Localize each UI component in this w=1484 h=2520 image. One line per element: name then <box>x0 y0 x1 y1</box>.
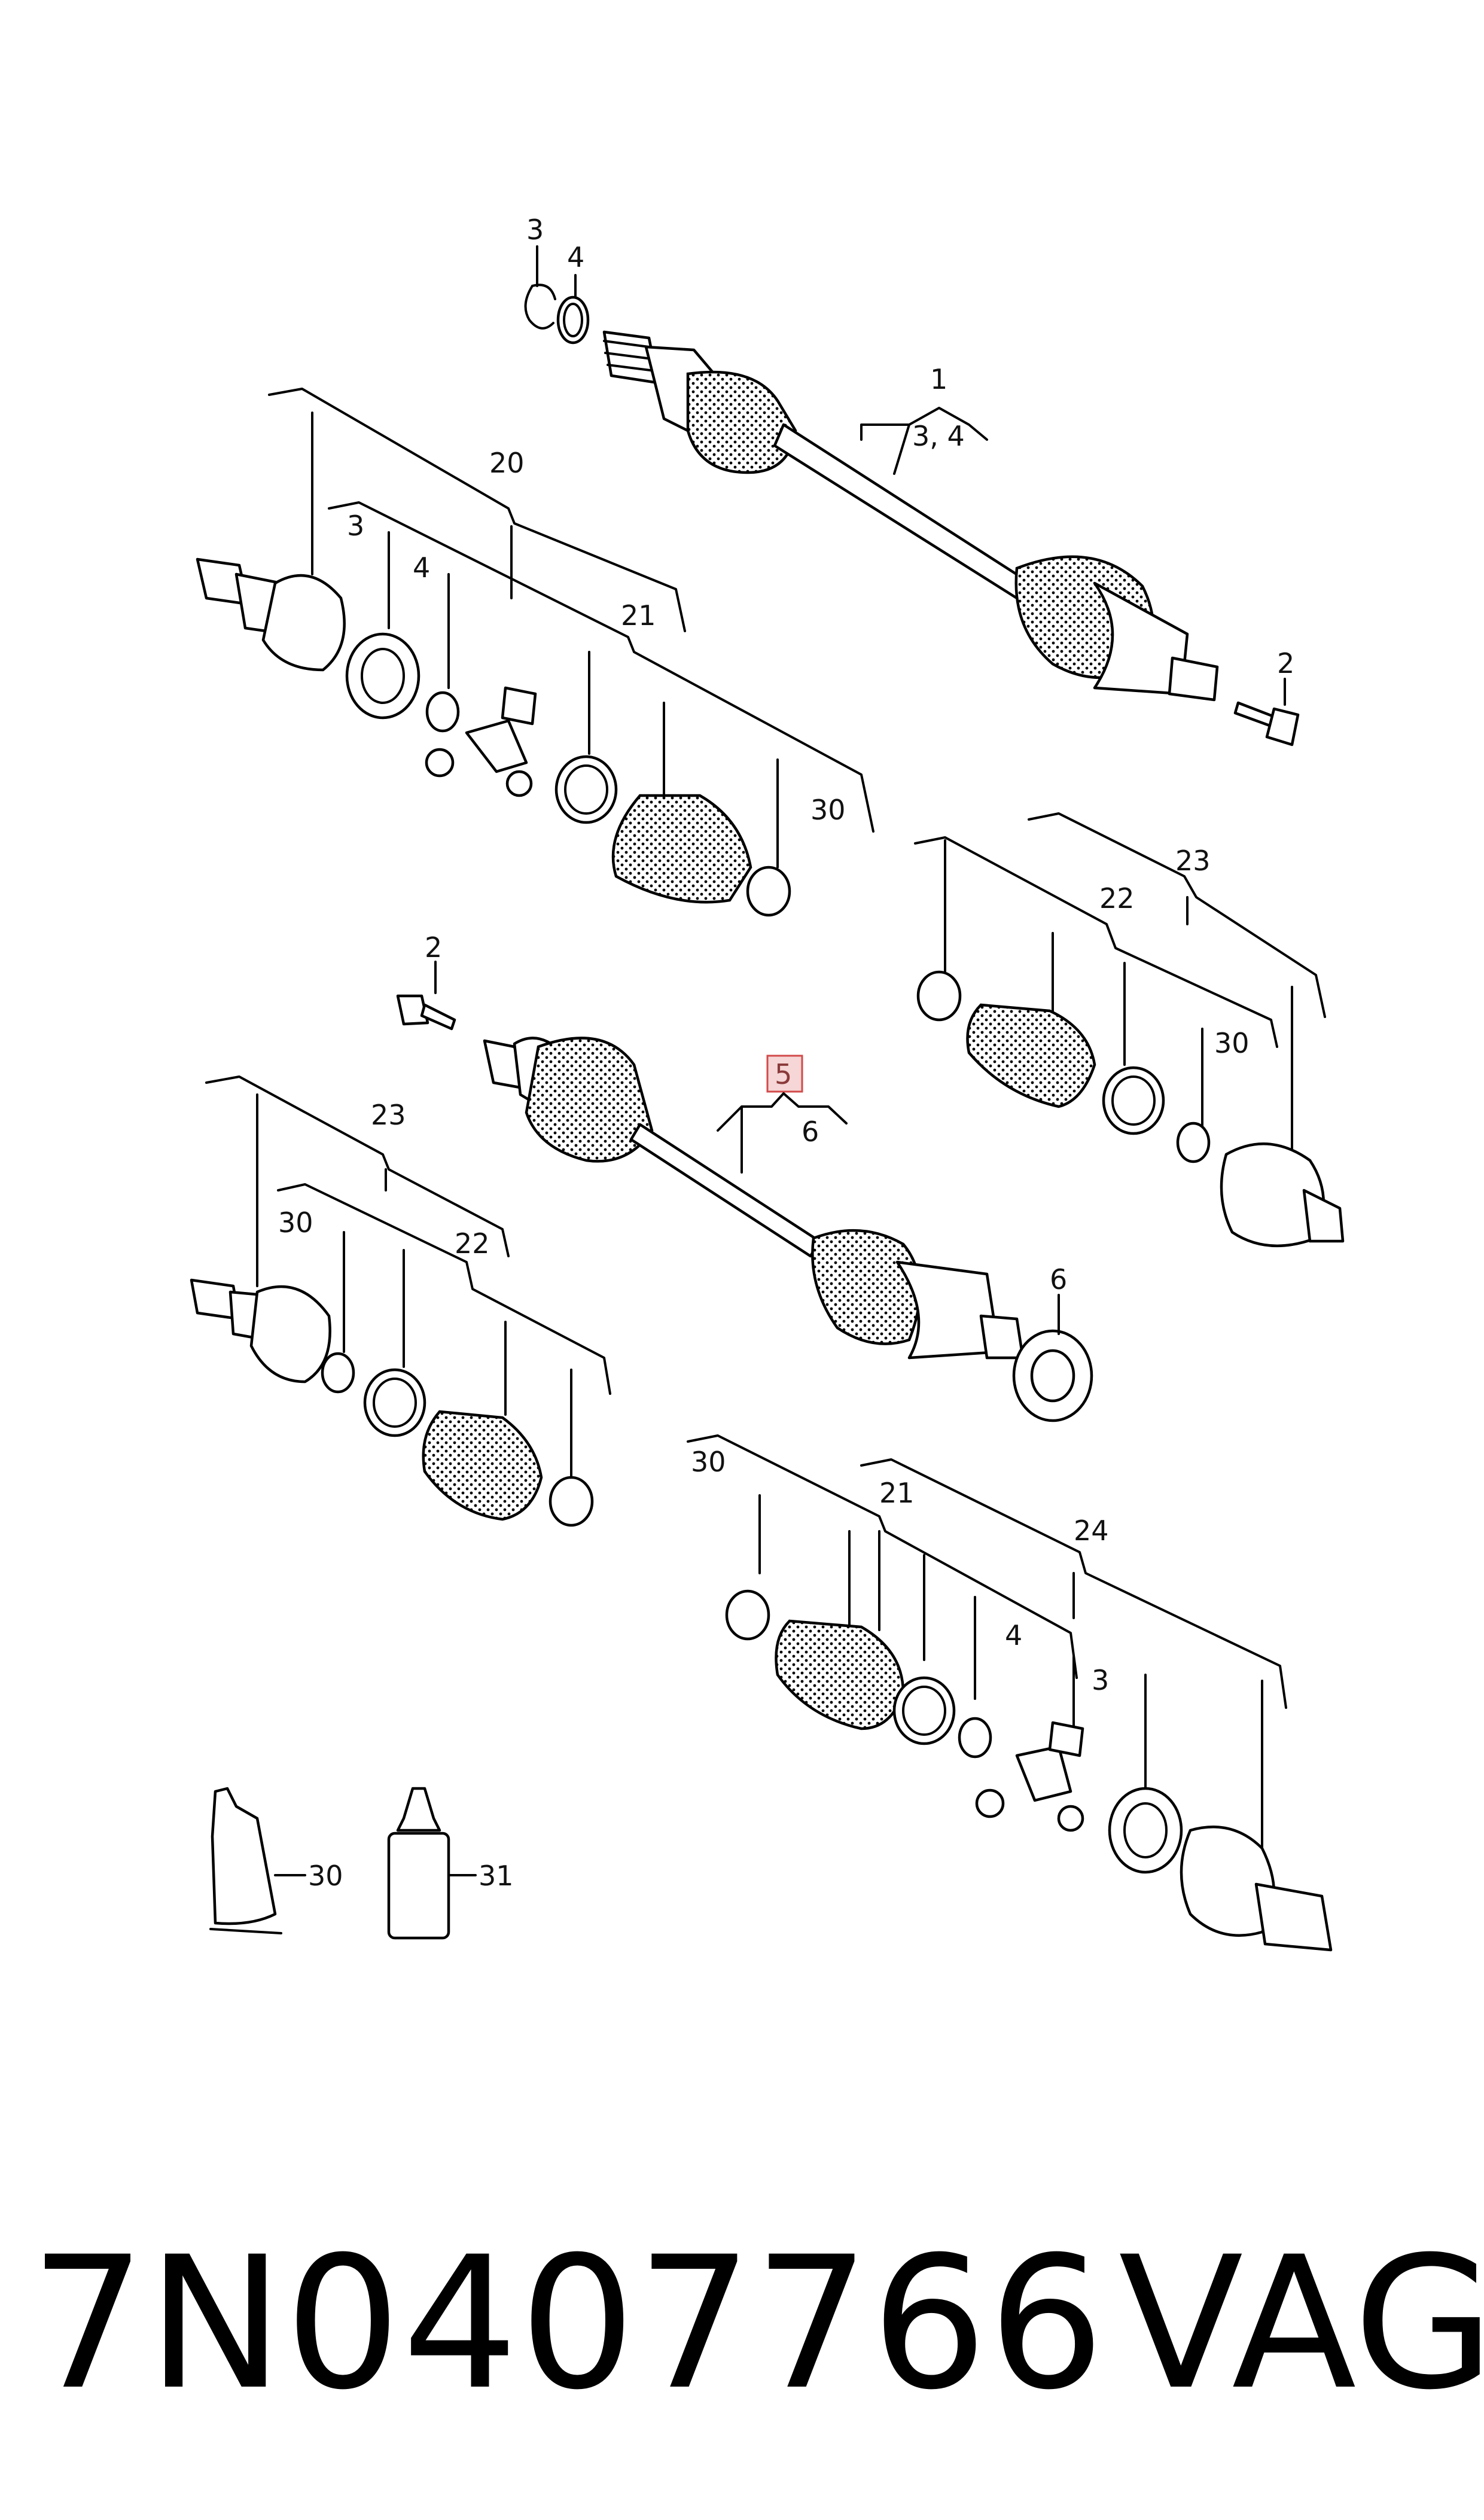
callout-6b: 6 <box>1050 1263 1067 1296</box>
cage-lower-right[interactable] <box>1108 1787 1183 1874</box>
small-clamp-upper-left[interactable] <box>746 866 791 917</box>
callout-21b: 21 <box>879 1477 915 1509</box>
callout-22a: 22 <box>1099 882 1135 915</box>
callout-4c: 4 <box>1005 1619 1022 1651</box>
callout-2a: 2 <box>1277 647 1294 679</box>
inner-joint-lower-right[interactable] <box>1180 1826 1333 1952</box>
callout-23b: 23 <box>371 1099 406 1131</box>
footer: 7N0407766 VAG <box>30 2217 1484 2430</box>
callout-30a: 30 <box>810 794 846 826</box>
callout-31: 31 <box>479 1860 514 1892</box>
callout-20: 20 <box>489 447 525 479</box>
clamp-upper-left[interactable] <box>554 755 618 824</box>
callout-21a: 21 <box>621 599 656 632</box>
callout-labels: 3 4 1 3, 4 2 20 3 4 21 30 23 22 30 2 5 6… <box>278 214 1294 1892</box>
callout-1-sub: 3, 4 <box>912 420 965 452</box>
clamp-upper-right[interactable] <box>1102 1066 1165 1135</box>
grease-tube-icon <box>209 1787 282 1934</box>
circlip-lower-left[interactable] <box>321 1352 355 1394</box>
callout-24: 24 <box>1074 1515 1109 1547</box>
bolt-top[interactable] <box>1233 701 1300 746</box>
bolt-middle[interactable] <box>396 994 456 1031</box>
inner-joint-upper-right[interactable] <box>1220 1142 1345 1248</box>
sealant-bottle-icon <box>387 1787 450 1940</box>
flange-middle[interactable] <box>1012 1329 1093 1422</box>
circlip-upper-left[interactable] <box>425 691 460 733</box>
tripod-upper-left[interactable] <box>425 686 537 797</box>
callout-3c: 3 <box>1092 1664 1109 1696</box>
tripod-lower-right[interactable] <box>975 1721 1084 1832</box>
circlip-top[interactable] <box>524 284 556 330</box>
callout-30c: 30 <box>278 1206 313 1239</box>
small-clamp-lower-left[interactable] <box>548 1476 594 1527</box>
callout-5: 5 <box>775 1058 792 1090</box>
brand-label: VAG <box>1119 2217 1484 2430</box>
driveshaft-top[interactable] <box>602 330 1219 702</box>
ring-top[interactable] <box>556 295 590 345</box>
callout-30d: 30 <box>691 1446 726 1478</box>
part-number: 7N0407766 <box>30 2217 1106 2430</box>
callout-30b: 30 <box>1214 1027 1250 1059</box>
tripod-cage-upper-left[interactable] <box>345 632 420 720</box>
clamp-lower-left[interactable] <box>363 1368 426 1437</box>
callout-30e: 30 <box>308 1860 343 1892</box>
callout-3a: 3 <box>526 214 544 246</box>
outer-joint-upper-left[interactable] <box>196 557 346 672</box>
callout-6a: 6 <box>802 1116 819 1148</box>
circlip-lower-right[interactable] <box>958 1717 992 1759</box>
clamp-small-lower-right[interactable] <box>725 1589 770 1641</box>
outer-joint-lower-left[interactable] <box>190 1278 331 1384</box>
boot-lower-right[interactable] <box>775 1619 905 1730</box>
highlight-box-5 <box>766 1055 803 1093</box>
clamp-small-upper-right[interactable] <box>916 970 962 1022</box>
callout-22b: 22 <box>455 1227 490 1260</box>
callout-2b: 2 <box>425 931 442 964</box>
callout-4a: 4 <box>567 241 584 273</box>
boot-upper-right[interactable] <box>966 1003 1096 1108</box>
callout-4b: 4 <box>413 551 430 584</box>
boot-upper-left[interactable] <box>611 794 752 904</box>
callout-23a: 23 <box>1175 845 1211 877</box>
callout-3b: 3 <box>347 510 364 542</box>
clamp-lower-right[interactable] <box>892 1676 956 1745</box>
driveshaft-middle[interactable] <box>483 1037 1025 1360</box>
callout-1: 1 <box>930 363 947 395</box>
circlip-upper-right[interactable] <box>1176 1122 1211 1163</box>
boot-lower-left[interactable] <box>422 1410 543 1521</box>
